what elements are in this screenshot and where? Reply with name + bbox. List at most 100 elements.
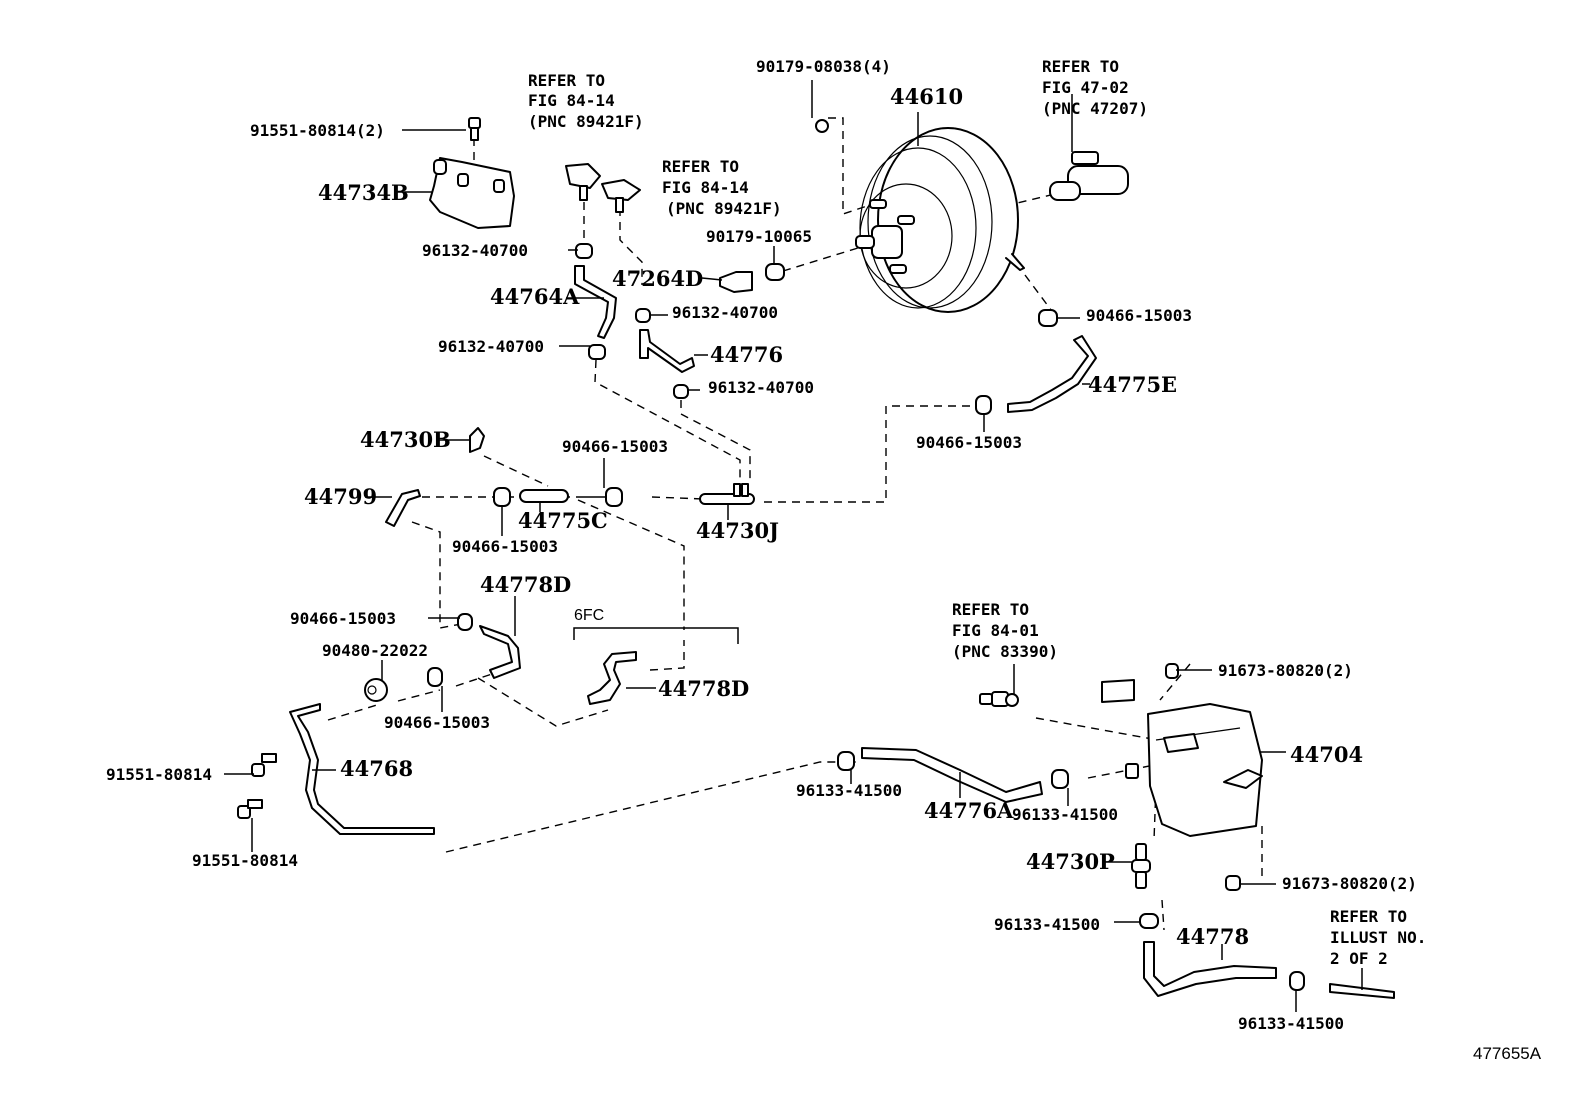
refer-note: FIG 84-01 — [952, 621, 1039, 640]
part-callout[interactable]: 44799 — [304, 484, 377, 509]
refer-note: (PNC 89421F) — [528, 112, 644, 131]
pipe-44768-shape — [289, 703, 435, 835]
part-callout[interactable]: 44730B — [360, 427, 451, 452]
refer-note: (PNC 89421F) — [666, 199, 782, 218]
bolt-icon — [1165, 663, 1179, 679]
part-callout[interactable]: 90466-15003 — [384, 713, 490, 732]
hose-44778D-b-shape — [587, 651, 637, 705]
bracket-47264D-shape — [719, 271, 753, 293]
part-callout[interactable]: 44778D — [480, 572, 571, 597]
conn-nut2-booster — [782, 247, 859, 272]
part-callout[interactable]: 90179-10065 — [706, 227, 812, 246]
refer-note: REFER TO — [952, 600, 1029, 619]
bolt-icon — [251, 753, 277, 777]
part-callout[interactable]: 44610 — [890, 84, 963, 109]
part-callout[interactable]: 91673-80820(2) — [1218, 661, 1353, 680]
part-callout[interactable]: 44776A — [924, 798, 1014, 823]
part-callout[interactable]: 44768 — [340, 756, 413, 781]
part-callout[interactable]: 96133-41500 — [1012, 805, 1118, 824]
refer-note: REFER TO — [528, 71, 605, 90]
reference-notes: REFER TO FIG 84-14 (PNC 89421F) REFER TO… — [528, 57, 1426, 968]
hose-44778-shape — [1143, 941, 1277, 997]
conn-44730J-44775E — [764, 405, 976, 503]
conn-sensor-tank — [1035, 717, 1159, 741]
illustration-code: 477655A — [1473, 1044, 1542, 1063]
part-callout[interactable]: 44776 — [710, 342, 783, 367]
bracket-boss — [493, 179, 505, 193]
bracket-boss — [433, 159, 447, 175]
part-callout[interactable]: 90466-15003 — [916, 433, 1022, 452]
part-callout[interactable]: 44775C — [518, 508, 608, 533]
part-callout[interactable]: 96132-40700 — [708, 378, 814, 397]
hose-44775E-shape — [1007, 335, 1097, 413]
hose-44776A-shape — [861, 747, 1043, 803]
clip-icon — [975, 395, 992, 415]
part-callout[interactable]: 96132-40700 — [438, 337, 544, 356]
refer-note: FIG 47-02 — [1042, 78, 1129, 97]
part-callout[interactable]: 44730J — [696, 518, 779, 543]
part-callout[interactable]: 96132-40700 — [422, 241, 528, 260]
refer-note: (PNC 83390) — [952, 642, 1058, 661]
refer-note: FIG 84-14 — [528, 91, 615, 110]
part-callout[interactable]: 90466-15003 — [1086, 306, 1192, 325]
nut-icon — [765, 263, 785, 281]
clip-icon — [1289, 971, 1305, 991]
part-callout[interactable]: 90480-22022 — [322, 641, 428, 660]
part-callout[interactable]: 44704 — [1290, 742, 1363, 767]
vsv-sensor-a — [565, 163, 601, 201]
part-callout[interactable]: 91551-80814(2) — [250, 121, 385, 140]
conn-44730P-clip — [1161, 899, 1165, 931]
bolt-icon — [1225, 875, 1241, 891]
bolt-icon — [237, 799, 263, 819]
conn-booster-mc — [1004, 193, 1056, 207]
part-callout[interactable]: 96133-41500 — [1238, 1014, 1344, 1033]
part-callout[interactable]: 96133-41500 — [994, 915, 1100, 934]
hose-44778D-a-shape — [479, 625, 521, 679]
part-callout[interactable]: 44778 — [1176, 924, 1249, 949]
part-callout[interactable]: 90466-15003 — [452, 537, 558, 556]
conn-44730B-6fc — [483, 455, 685, 630]
refer-note: (PNC 47207) — [1042, 99, 1148, 118]
conn-44799-line — [422, 496, 731, 501]
conn-nut-booster — [828, 117, 871, 215]
part-callout[interactable]: 96133-41500 — [796, 781, 902, 800]
part-callout[interactable]: 91551-80814 — [106, 765, 212, 784]
refer-note: REFER TO — [662, 157, 739, 176]
vacuum-tank-44704 — [1101, 679, 1263, 837]
hose-44776-shape — [639, 329, 695, 373]
part-callout[interactable]: 44764A — [490, 284, 580, 309]
conn-44768-44776A — [445, 761, 856, 853]
part-callout[interactable]: 91551-80814 — [192, 851, 298, 870]
group-label-6fc: 6FC — [574, 607, 604, 624]
part-callout[interactable]: 96132-40700 — [672, 303, 778, 322]
clip-icon — [457, 613, 473, 631]
conn-44778D-second — [477, 640, 685, 727]
refer-note: FIG 84-14 — [662, 178, 749, 197]
conn-sensor2-bracket — [619, 208, 643, 285]
refer-note: REFER TO — [1042, 57, 1119, 76]
part-callout[interactable]: 47264D — [612, 266, 703, 291]
leader-lines — [224, 80, 1363, 1012]
part-callout[interactable]: 90466-15003 — [562, 437, 668, 456]
part-callout[interactable]: 44775E — [1088, 372, 1177, 397]
nut-icon — [815, 119, 829, 133]
clip-icon — [1051, 769, 1069, 789]
part-callout[interactable]: 44734B — [318, 180, 409, 205]
part-callout[interactable]: 91673-80820(2) — [1282, 874, 1417, 893]
clip-icon — [837, 751, 855, 771]
part-shapes — [237, 117, 1395, 999]
part-callout[interactable]: 44730P — [1026, 849, 1115, 874]
clip-icon — [588, 344, 606, 360]
hose-44764A-shape — [574, 265, 617, 339]
part-callout[interactable]: 90466-15003 — [290, 609, 396, 628]
refer-note: ILLUST NO. — [1330, 928, 1426, 947]
clip-icon — [635, 308, 651, 323]
conn-44799-44778D — [411, 521, 473, 629]
pressure-sensor — [979, 691, 1019, 707]
part-callout[interactable]: 90179-08038(4) — [756, 57, 891, 76]
master-cylinder — [1049, 151, 1129, 201]
clip-icon — [1038, 309, 1058, 327]
part-callout[interactable]: 44778D — [658, 676, 749, 701]
conn-clip-44730J — [680, 400, 751, 480]
